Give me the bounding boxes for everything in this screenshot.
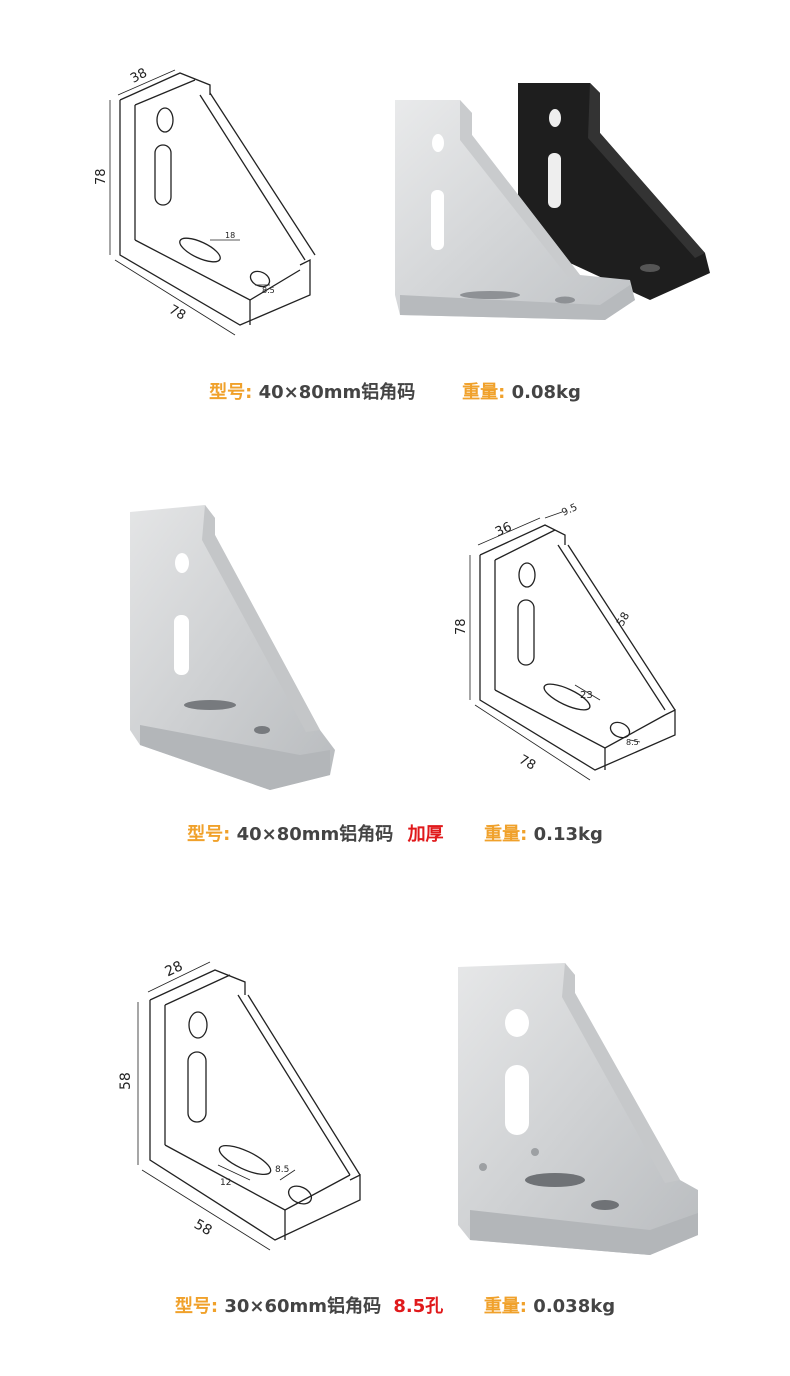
product-section-3: 28 58 58 12 8.5 型号: 30×60mm铝角码 8.5孔 重量: … (0, 880, 790, 1376)
weight-value: 0.13kg (533, 824, 603, 845)
dim-slot: 23 (580, 690, 593, 701)
product-caption-3: 型号: 30×60mm铝角码 8.5孔 重量: 0.038kg (0, 1292, 790, 1318)
bracket-photo-silver (395, 100, 635, 320)
dim-slot: 12 (220, 1178, 231, 1188)
model-value: 40×80mm铝角码 (236, 824, 394, 845)
dim-length: 58 (191, 1216, 214, 1239)
product-caption-1: 型号: 40×80mm铝角码 重量: 0.08kg (0, 378, 790, 404)
dim-width: 38 (128, 66, 150, 87)
weight-value: 0.038kg (533, 1296, 616, 1317)
weight-label: 重量: (462, 382, 506, 403)
dim-width: 28 (163, 958, 186, 980)
dim-length: 78 (166, 302, 188, 323)
model-label: 型号: (174, 1296, 219, 1317)
weight-label: 重量: (483, 1296, 528, 1317)
dim-diag: 58 (614, 610, 632, 629)
bracket-drawing-3: 28 58 58 12 8.5 (118, 958, 361, 1251)
model-extra: 加厚 (407, 824, 444, 845)
model-label: 型号: (187, 824, 231, 845)
bracket-drawing-2: 36 9.5 78 58 78 23 8.5 (454, 502, 676, 781)
model-value: 40×80mm铝角码 (258, 382, 416, 403)
dim-hole: 8.5 (262, 286, 275, 295)
dim-hole: 8.5 (626, 738, 639, 747)
dim-height: 78 (94, 168, 109, 185)
dim-offset: 9.5 (560, 502, 579, 519)
product-section-1: 38 78 78 18 8.5 型号: 40×80mm铝角码 重量: 0.08k… (0, 0, 790, 440)
bracket-photo-silver-thick (130, 505, 335, 790)
bracket-photo-black (518, 83, 710, 300)
bracket-drawing-1: 38 78 78 18 8.5 (94, 66, 316, 336)
dim-width: 36 (493, 520, 514, 541)
model-value: 30×60mm铝角码 (224, 1296, 382, 1317)
model-extra: 8.5孔 (393, 1296, 444, 1317)
dim-slot: 18 (225, 231, 235, 240)
product-caption-2: 型号: 40×80mm铝角码 加厚 重量: 0.13kg (0, 820, 790, 846)
weight-value: 0.08kg (511, 382, 581, 403)
bracket-photo-silver-3 (458, 963, 698, 1255)
weight-label: 重量: (484, 824, 528, 845)
product-section-2: 36 9.5 78 58 78 23 8.5 型号: 40×80mm铝角码 加厚… (0, 440, 790, 880)
dim-height: 78 (454, 618, 469, 635)
dim-height: 58 (118, 1072, 134, 1090)
dim-hole: 8.5 (275, 1165, 289, 1175)
model-label: 型号: (209, 382, 253, 403)
dim-length: 78 (516, 752, 538, 773)
